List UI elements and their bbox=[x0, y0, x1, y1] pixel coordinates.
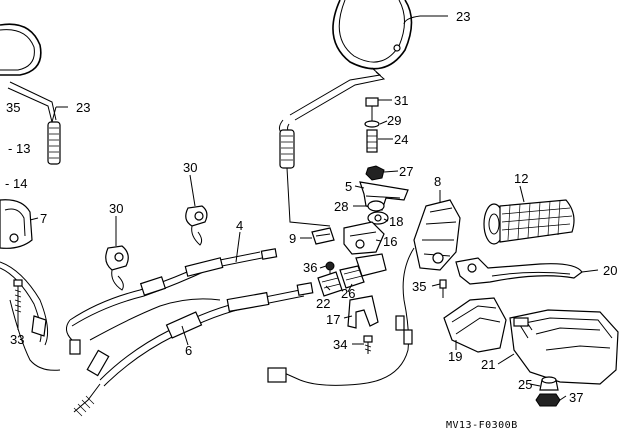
callout-36: 36 bbox=[303, 260, 317, 275]
leader-lines bbox=[17, 15, 599, 401]
hand-guard-21 bbox=[509, 309, 619, 385]
callout-35-right: 35 bbox=[412, 279, 426, 294]
callout-30-upper: 30 bbox=[183, 160, 197, 175]
callout-12: 12 bbox=[514, 171, 528, 186]
callout-6: 6 bbox=[185, 343, 192, 358]
callout-27: 27 bbox=[399, 164, 413, 179]
callout-29: 29 bbox=[387, 113, 401, 128]
callout-18: 18 bbox=[389, 214, 403, 229]
diagram-code: MV13-F0300B bbox=[446, 420, 518, 431]
brake-lever-20 bbox=[455, 257, 583, 285]
callout-16: 16 bbox=[383, 234, 397, 249]
throttle-grip-12 bbox=[483, 199, 575, 245]
callout-7: 7 bbox=[40, 211, 47, 226]
callout-23-left: 23 bbox=[76, 100, 90, 115]
callout-20: 20 bbox=[603, 263, 617, 278]
cable-clamp-lower bbox=[105, 245, 129, 291]
callout-22: 22 bbox=[316, 296, 330, 311]
callout-33: 33 bbox=[10, 332, 24, 347]
callout-labels: 23 23 35 13 - 14 - 7 33 30 30 4 6 31 29 … bbox=[5, 9, 617, 405]
callout-25: 25 bbox=[518, 377, 532, 392]
screw-36 bbox=[325, 261, 335, 276]
callout-21: 21 bbox=[481, 357, 495, 372]
callout-19: 19 bbox=[448, 349, 462, 364]
switch-9 bbox=[311, 227, 335, 245]
callout-30-lower: 30 bbox=[109, 201, 123, 216]
callout-14-dash: - bbox=[5, 176, 9, 191]
left-mirror bbox=[0, 23, 61, 165]
callout-14: 14 bbox=[13, 176, 27, 191]
left-switch-housing bbox=[0, 199, 61, 371]
callout-13: 13 bbox=[16, 141, 30, 156]
callout-4: 4 bbox=[236, 218, 243, 233]
bolt-35 bbox=[439, 279, 447, 298]
choke-cable-4 bbox=[66, 248, 278, 355]
switch-parts-28-18 bbox=[367, 200, 389, 225]
right-switch-housing-8 bbox=[267, 199, 461, 386]
callout-17: 17 bbox=[326, 312, 340, 327]
callout-5: 5 bbox=[345, 179, 352, 194]
knuckle-guard-19 bbox=[443, 297, 507, 353]
callout-9: 9 bbox=[289, 231, 296, 246]
left-bolt-33 bbox=[13, 279, 23, 316]
cable-clamp-upper bbox=[185, 205, 208, 246]
throttle-cable-6 bbox=[73, 282, 314, 417]
callout-8: 8 bbox=[434, 174, 441, 189]
nut-27 bbox=[365, 165, 385, 181]
collar-25-nut-37 bbox=[535, 376, 561, 407]
switch-lever-16 bbox=[343, 221, 385, 255]
callout-31: 31 bbox=[394, 93, 408, 108]
callout-37: 37 bbox=[569, 390, 583, 405]
clamp-17 bbox=[347, 295, 379, 329]
callout-28: 28 bbox=[334, 199, 348, 214]
throttle-pulley-22-26 bbox=[317, 253, 387, 297]
callout-24: 24 bbox=[394, 132, 408, 147]
callout-35-left: 35 bbox=[6, 100, 20, 115]
bolt-31-29-24 bbox=[364, 97, 380, 153]
right-mirror bbox=[279, 0, 413, 227]
callout-26: 26 bbox=[341, 286, 355, 301]
callout-34: 34 bbox=[333, 337, 347, 352]
callout-23-top: 23 bbox=[456, 9, 470, 24]
bolt-34 bbox=[363, 335, 373, 354]
callout-13-dash: - bbox=[8, 141, 12, 156]
